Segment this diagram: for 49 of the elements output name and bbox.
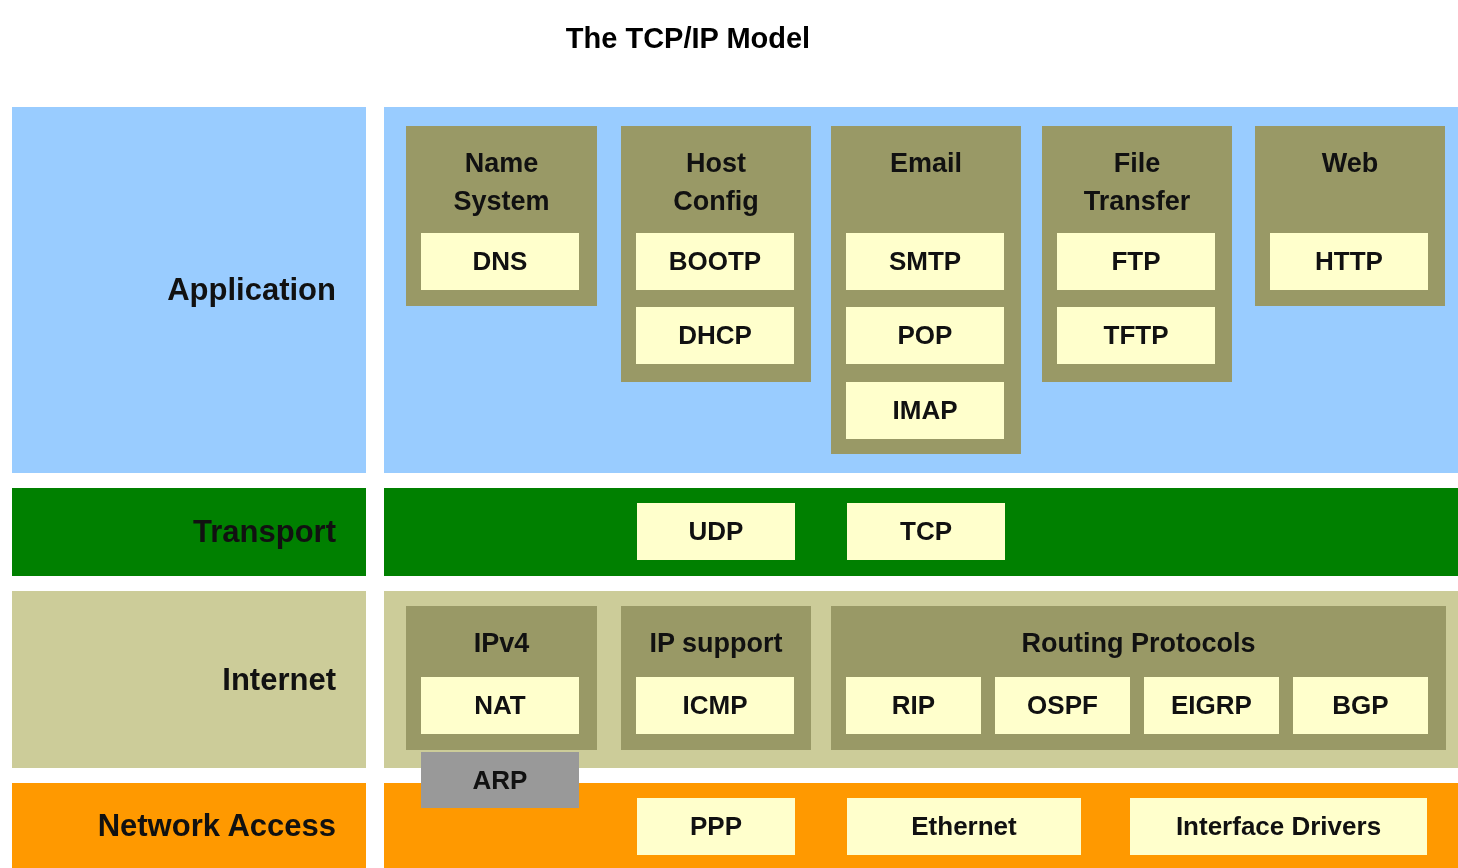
layer-name: Internet <box>222 661 336 698</box>
layer-panel <box>384 107 1458 473</box>
protocol-label: OSPF <box>995 677 1130 734</box>
protocol-group-panel <box>1255 126 1445 306</box>
protocol-label: PPP <box>637 798 795 855</box>
protocol-group-panel <box>621 606 811 750</box>
group-heading: Email <box>889 147 962 180</box>
protocol-group-panel <box>1042 126 1232 382</box>
protocol-label: HTTP <box>1270 233 1428 290</box>
layer-name: Transport <box>193 514 336 550</box>
protocol-label: EIGRP <box>1144 677 1279 734</box>
protocol-label: Interface Drivers <box>1130 798 1427 855</box>
protocol-group-panel <box>831 126 1021 454</box>
layer-name: Network Access <box>97 807 336 844</box>
protocol-label: DHCP <box>636 307 794 364</box>
protocol-label: IMAP <box>846 382 1004 439</box>
protocol-label: UDP <box>637 503 795 560</box>
layer-band <box>12 591 366 768</box>
protocol-group-panel <box>406 606 597 750</box>
layer-name: Application <box>167 272 336 308</box>
protocol-group-panel <box>621 126 811 382</box>
protocol-label: BGP <box>1293 677 1428 734</box>
layer-panel <box>384 488 1458 576</box>
protocol-label: NAT <box>421 677 579 734</box>
group-heading: Web <box>1321 147 1379 180</box>
protocol-label: Ethernet <box>847 798 1081 855</box>
layer-band <box>12 107 366 473</box>
protocol-label: RIP <box>846 677 981 734</box>
protocol-label: ICMP <box>636 677 794 734</box>
layer-panel <box>384 591 1458 768</box>
group-heading: Host Config <box>672 147 760 218</box>
group-heading: Routing Protocols <box>1021 627 1256 660</box>
group-heading: IP support <box>649 627 783 660</box>
protocol-label: FTP <box>1057 233 1215 290</box>
protocol-label: ARP <box>421 752 579 808</box>
protocol-label: DNS <box>421 233 579 290</box>
group-heading: File Transfer <box>1082 147 1192 218</box>
group-heading: Name System <box>452 147 551 218</box>
protocol-label: POP <box>846 307 1004 364</box>
protocol-label: SMTP <box>846 233 1004 290</box>
protocol-group-panel <box>831 606 1446 750</box>
protocol-label: TCP <box>847 503 1005 560</box>
protocol-label: BOOTP <box>636 233 794 290</box>
layer-band <box>12 783 366 868</box>
group-heading: IPv4 <box>473 627 530 660</box>
protocol-label: TFTP <box>1057 307 1215 364</box>
protocol-group-panel <box>406 126 597 306</box>
diagram-title: The TCP/IP Model <box>564 22 812 55</box>
layer-band <box>12 488 366 576</box>
